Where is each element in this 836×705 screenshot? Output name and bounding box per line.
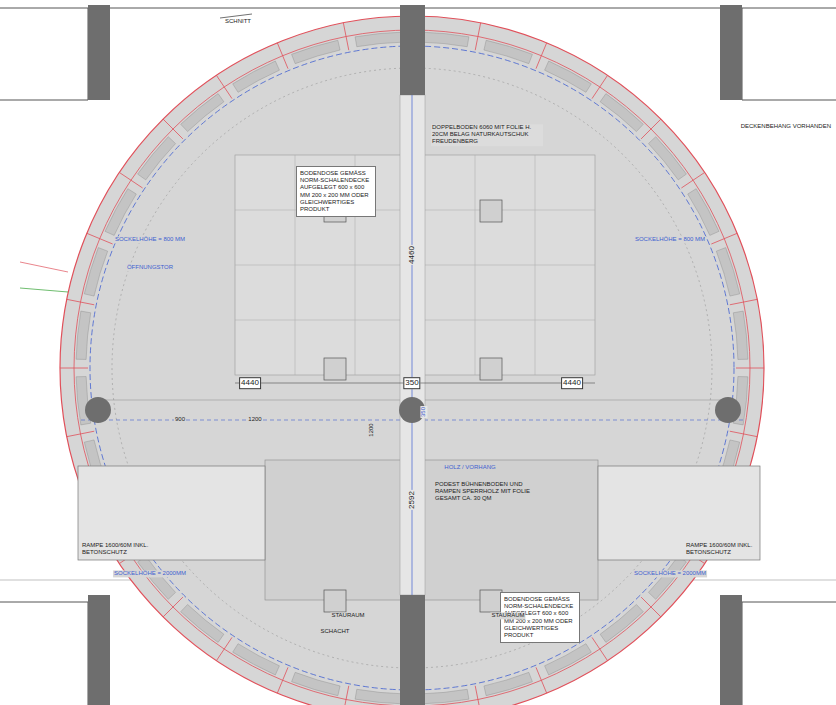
dimension: 4460 — [407, 245, 417, 265]
annotation: SCHACHT — [319, 628, 350, 635]
ramp-area: RAMPE 1600/60M INKL. BETONSCHUTZ — [598, 466, 760, 560]
wall-panel — [233, 644, 280, 675]
wall-panel — [600, 604, 643, 642]
dimension: 1200 — [247, 416, 262, 423]
wall-segments — [60, 16, 764, 705]
dimension: 350 — [420, 406, 427, 418]
ramp-area: RAMPE 1600/60M INKL. BETONSCHUTZ — [78, 466, 265, 560]
annotation: SOCKELHÖHE = 2000MM — [113, 570, 187, 577]
wall-panel — [688, 189, 719, 236]
aux-circle — [112, 68, 712, 668]
columns — [85, 5, 742, 705]
segment-joint — [475, 23, 480, 50]
wall-panel — [421, 32, 469, 47]
annotation: DECKENBEHANG VORHANDEN — [740, 123, 832, 130]
annotation: PODEST BÜHNENBODEN UND RAMPEN SPERRHOLZ … — [434, 481, 546, 503]
wall-panel — [355, 32, 403, 47]
wall-panel — [600, 94, 643, 132]
segment-joint — [730, 431, 757, 436]
dimension-line — [412, 95, 413, 595]
segment-joint — [67, 431, 94, 436]
wall-panel — [138, 137, 176, 180]
segment-joint — [163, 119, 183, 139]
wall-panel — [292, 672, 340, 695]
segment-joint — [711, 233, 737, 244]
wall-panel — [181, 94, 224, 132]
note-text: BODENDOSE GEMÄSS NORM-SCHALENDECKE AUFGE… — [300, 170, 372, 213]
annotation: SOCKELHÖHE = 800 MM — [634, 236, 706, 243]
segment-joint — [277, 667, 288, 693]
center-strip — [400, 95, 425, 595]
wall-panel — [545, 644, 592, 675]
dimension: 900 — [174, 416, 186, 423]
ramp — [598, 466, 760, 560]
wall-panel — [105, 189, 136, 236]
room-circle — [60, 16, 764, 705]
wall-panel — [76, 311, 91, 359]
wall-panel — [421, 689, 469, 704]
annotation: ÖFFNUNGSTOR — [126, 264, 174, 271]
wall-panel — [355, 689, 403, 704]
dimension: 4440 — [239, 377, 261, 389]
dimension: 350 — [403, 377, 420, 389]
annotation: SOCKELHÖHE = 2000MM — [633, 570, 707, 577]
inner-circle — [74, 30, 750, 705]
segment-joint — [730, 299, 757, 304]
annotation: HOLZ / VORHANG — [443, 464, 496, 471]
segment-joint — [475, 686, 480, 705]
wall-panel — [648, 556, 686, 599]
annotation: SOCKELHÖHE = 800 MM — [114, 236, 186, 243]
note-box: BODENDOSE GEMÄSS NORM-SCHALENDECKE AUFGE… — [296, 166, 376, 217]
wall-panel — [233, 61, 280, 92]
wall-panel — [545, 61, 592, 92]
leader-lines — [20, 14, 252, 292]
segment-joint — [277, 43, 288, 69]
ramp-label: RAMPE 1600/60M INKL. BETONSCHUTZ — [82, 542, 152, 556]
segment-joint — [163, 597, 183, 617]
wall-panel — [181, 604, 224, 642]
wall-panel — [733, 311, 748, 359]
segment-joint — [536, 43, 547, 69]
segment-joint — [343, 23, 348, 50]
segment-joint — [60, 368, 88, 369]
segment-joint — [641, 119, 661, 139]
segment-joint — [641, 597, 661, 617]
segment-joint — [736, 368, 764, 369]
wall-panel — [84, 248, 107, 296]
dimension: 1200 — [368, 422, 375, 437]
wall-panel — [292, 40, 340, 63]
dimension: 2592 — [407, 490, 417, 510]
annotation: SCHNITT — [224, 18, 252, 25]
annotation: STAURAUM — [330, 612, 365, 619]
segment-joint — [67, 299, 94, 304]
wall-panel — [648, 137, 686, 180]
annotation: STAURAUM — [490, 612, 525, 619]
wall-panel — [484, 40, 532, 63]
ramp-label: RAMPE 1600/60M INKL. BETONSCHUTZ — [686, 542, 756, 556]
annotation: DOPPELBODEN 6060 MIT FOLIE H. 20CM BELAG… — [431, 124, 543, 146]
segment-joint — [87, 233, 113, 244]
wall-panel — [138, 556, 176, 599]
wall-panel — [716, 248, 739, 296]
segment-joint — [343, 686, 348, 705]
segment-joint — [536, 667, 547, 693]
dimension: 4440 — [561, 377, 583, 389]
ramp — [78, 466, 265, 560]
wall-panel — [484, 672, 532, 695]
sockel-line — [90, 46, 734, 690]
